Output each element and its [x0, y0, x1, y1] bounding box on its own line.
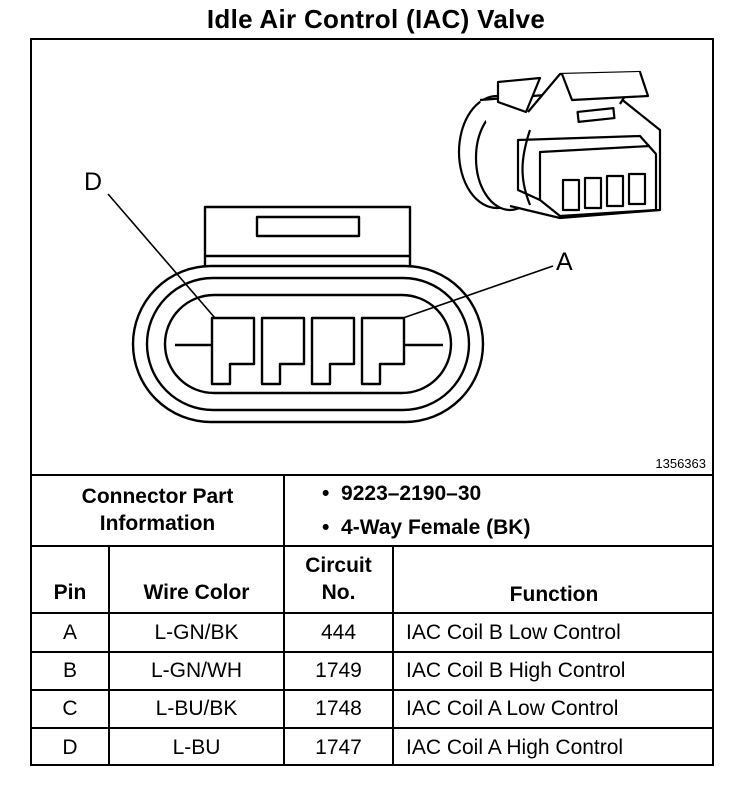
table-rule-row2 [30, 651, 714, 653]
leader-d [107, 193, 216, 319]
callout-a: A [556, 248, 573, 276]
cell-pin: A [62, 620, 77, 644]
cell-wire-color: L-GN/BK [154, 620, 239, 644]
table-col-rule-2 [283, 475, 285, 766]
connector-info-label-line1: Connector Part [81, 485, 234, 509]
part-number-text: 9223–2190–30 [341, 482, 482, 505]
leader-a [402, 265, 554, 319]
figure-id: 1356363 [655, 456, 706, 471]
cell-function: IAC Coil A High Control [406, 735, 624, 759]
table-rule-header [30, 545, 714, 547]
connector-mid-shell [145, 276, 471, 412]
cell-wire-color: L-GN/WH [151, 659, 242, 682]
cell-pin: C [62, 697, 78, 720]
cell-wire-color: L-BU/BK [155, 697, 238, 720]
terminal-c [260, 316, 306, 386]
table-rule-row3 [30, 689, 714, 691]
cell-circuit: 1748 [315, 697, 362, 720]
connector-type-text: 4-Way Female (BK) [341, 516, 531, 539]
table-rule-row4 [30, 727, 714, 729]
connector-info-label: Connector Part Information [32, 476, 283, 545]
figure-frame [30, 38, 714, 766]
cell-pin: B [62, 659, 77, 682]
cell-wire-color: L-BU [172, 735, 221, 759]
connector-iso-view [457, 70, 662, 220]
header-circuit-line1: Circuit [305, 554, 372, 578]
header-pin: Pin [53, 580, 87, 604]
table-col-rule-3 [392, 546, 394, 766]
cell-function: IAC Coil B High Control [406, 659, 626, 682]
header-circuit-no: Circuit No. [285, 547, 392, 612]
header-function: Function [509, 582, 599, 606]
header-wire-color: Wire Color [143, 580, 250, 604]
connector-inner-shell [163, 293, 453, 395]
bullet-icon: • [322, 482, 330, 505]
page-title: Idle Air Control (IAC) Valve [206, 4, 546, 34]
connector-type: • 4-Way Female (BK) [322, 516, 530, 540]
locking-tab [203, 205, 412, 270]
header-circuit-line2: No. [321, 580, 356, 604]
terminal-b [310, 316, 356, 386]
cell-circuit: 1749 [315, 659, 362, 682]
connector-part-number: • 9223–2190–30 [322, 482, 481, 506]
table-border-top [30, 474, 714, 476]
cell-circuit: 444 [320, 620, 357, 644]
cell-function: IAC Coil A Low Control [406, 697, 619, 720]
cell-function: IAC Coil B Low Control [406, 620, 621, 644]
bullet-icon: • [322, 516, 330, 539]
table-col-rule-1 [108, 546, 110, 766]
connector-info-label-line2: Information [99, 511, 216, 535]
tab-slot [255, 215, 361, 238]
cell-circuit: 1747 [315, 735, 362, 759]
connector-diagram: D A [84, 70, 662, 424]
callout-d: D [84, 168, 102, 196]
terminal-d [210, 316, 256, 386]
table-rule-row1 [30, 612, 714, 614]
cell-pin: D [62, 735, 78, 759]
